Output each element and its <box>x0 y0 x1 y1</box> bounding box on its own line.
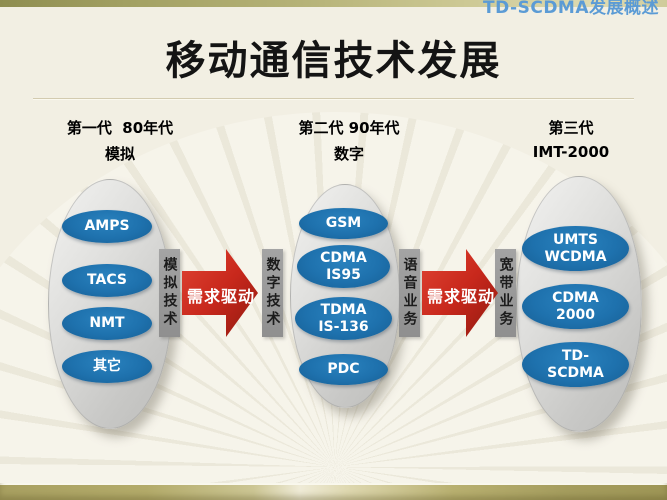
gen1-tech: 模拟 <box>104 145 135 163</box>
pill-cdma-is95: CDMA IS95 <box>297 245 390 288</box>
side-label-digital-tech: 数字技术 <box>262 249 283 337</box>
gen1-era: 第一代 80年代 <box>66 119 174 137</box>
pill-other: 其它 <box>62 350 152 383</box>
gen2-era: 第二代 90年代 <box>298 119 400 137</box>
demand-driven-arrow-icon <box>182 249 258 337</box>
gen3-heading: 第三代 IMT-2000 <box>486 117 656 161</box>
pill-tacs: TACS <box>62 264 152 297</box>
top-band <box>0 0 667 7</box>
gen3-tech: IMT-2000 <box>532 143 610 161</box>
pill-tdma-is136: TDMA IS-136 <box>295 297 392 340</box>
side-label-broadband-service: 宽带业务 <box>495 249 516 337</box>
page-title: 移动通信技术发展 <box>165 38 502 84</box>
demand-driven-arrow-icon <box>422 249 498 337</box>
pill-pdc: PDC <box>299 354 388 385</box>
pill-td-scdma: TD- SCDMA <box>522 342 629 387</box>
corner-note: TD-SCDMA发展概述 <box>483 0 659 18</box>
pill-umts-wcdma: UMTS WCDMA <box>522 226 629 271</box>
demand-driven-label: 需求驱动 <box>186 287 255 306</box>
gen3-era: 第三代 <box>548 119 594 137</box>
pill-nmt: NMT <box>62 307 152 340</box>
pill-amps: AMPS <box>62 210 152 243</box>
gen1-heading: 第一代 80年代 模拟 <box>35 117 205 164</box>
gen2-heading: 第二代 90年代 数字 <box>264 117 434 164</box>
side-label-analog-tech: 模拟技术 <box>159 249 180 337</box>
side-label-voice-service: 语音业务 <box>399 249 420 337</box>
title-divider <box>33 98 634 100</box>
gen2-tech: 数字 <box>333 145 364 163</box>
pill-gsm: GSM <box>299 208 388 239</box>
bottom-band <box>0 483 667 500</box>
pill-cdma2000: CDMA 2000 <box>522 284 629 329</box>
demand-driven-label: 需求驱动 <box>426 287 495 306</box>
